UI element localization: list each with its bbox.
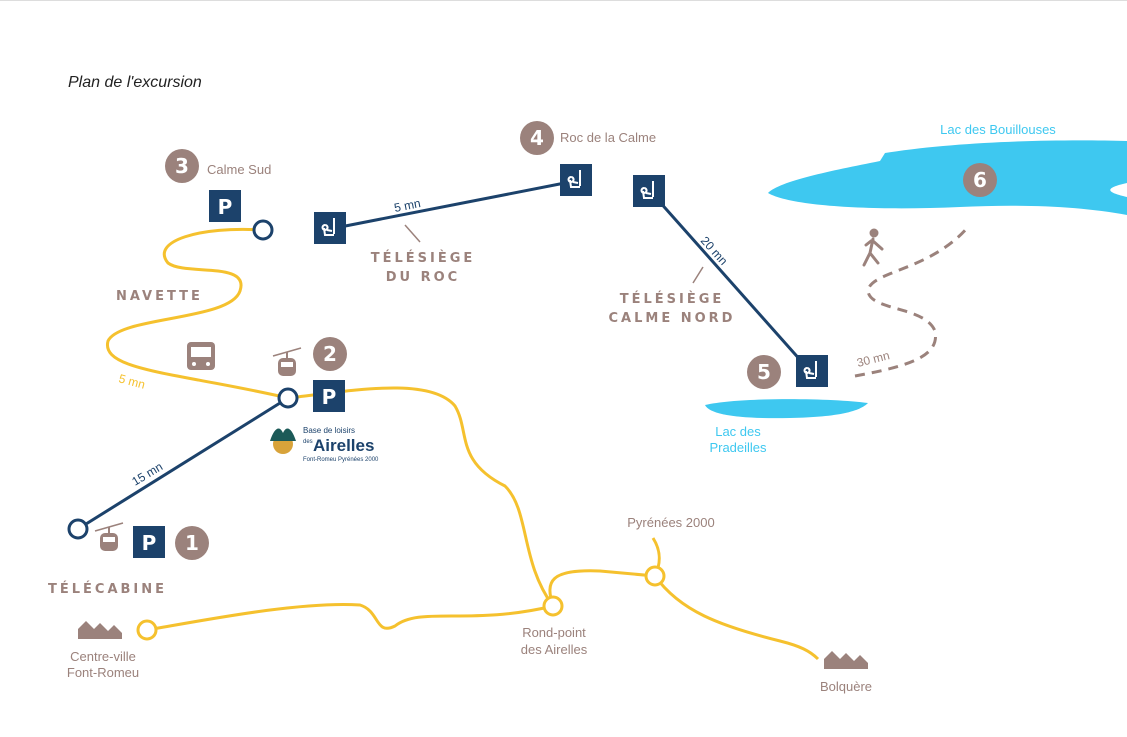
bolquere-label: Bolquère — [820, 679, 872, 694]
road-bolquere — [653, 575, 820, 661]
svg-text:des: des — [303, 439, 313, 445]
duration-roc: 5 mn — [393, 196, 422, 215]
road-pyrenees — [548, 537, 661, 607]
svg-text:1: 1 — [185, 531, 199, 555]
svg-text:Base de loisirs: Base de loisirs — [303, 426, 355, 435]
stop-badges: 1 2 3 4 5 6 — [165, 121, 997, 560]
stop-2-badge: 2 — [313, 337, 347, 371]
point-centre-ville — [136, 619, 158, 641]
stop-4-label: Roc de la Calme — [560, 130, 656, 145]
telesiege-roc-line — [329, 179, 576, 231]
lake-pradeilles — [705, 399, 868, 419]
point-rond-point — [542, 595, 564, 617]
point-pyrenees — [644, 565, 666, 587]
svg-text:P: P — [218, 195, 233, 219]
telecabine-line — [77, 396, 289, 531]
telesiege-roc-label-2: DU ROC — [386, 270, 460, 285]
station-telecabine-bottom — [67, 518, 89, 540]
svg-text:Airelles: Airelles — [313, 436, 374, 455]
telesiege-calme-label-2: CALME NORD — [609, 311, 736, 326]
telecabine-label: TÉLÉCABINE — [48, 581, 167, 597]
bus-icon — [187, 342, 215, 370]
parking-icon: P — [209, 190, 241, 222]
lift-lines — [77, 179, 812, 531]
gondola-icon — [94, 522, 124, 551]
stop-6-badge: 6 — [963, 163, 997, 197]
svg-text:P: P — [142, 531, 157, 555]
centre-ville-label: Centre-ville — [70, 649, 136, 664]
airelles-logo: Base de loisirs des Airelles Font-Romeu … — [270, 426, 379, 463]
lake-bouillouses — [768, 140, 1127, 215]
navette-route — [106, 227, 289, 400]
hiker-icon — [862, 228, 884, 267]
station-calme-sud — [252, 219, 274, 241]
gondola-icon — [272, 347, 302, 376]
village-icon — [824, 651, 868, 669]
label-pointers — [404, 224, 704, 284]
village-icon — [78, 621, 122, 639]
chairlift-icon — [560, 164, 592, 196]
chairlift-icons — [314, 164, 828, 387]
duration-hike: 30 mn — [855, 348, 891, 370]
svg-text:Font-Romeu Pyrénées 2000: Font-Romeu Pyrénées 2000 — [303, 457, 379, 463]
svg-text:6: 6 — [973, 168, 987, 192]
chairlift-icon — [633, 175, 665, 207]
pyrenees-2000-label: Pyrénées 2000 — [627, 515, 714, 530]
road-points — [136, 565, 666, 641]
duration-navette: 5 mn — [117, 371, 146, 391]
svg-text:5: 5 — [757, 360, 771, 384]
parking-icon: P — [133, 526, 165, 558]
rond-point-label-2: des Airelles — [521, 642, 588, 657]
lift-stations — [67, 219, 299, 540]
stop-3-label: Calme Sud — [207, 162, 271, 177]
chairlift-icon — [796, 355, 828, 387]
stop-5-badge: 5 — [747, 355, 781, 389]
map-title: Plan de l'excursion — [68, 74, 202, 91]
road-airelles — [287, 386, 555, 607]
chairlift-icon — [314, 212, 346, 244]
centre-ville-label-2: Font-Romeu — [67, 665, 139, 680]
rond-point-label: Rond-point — [522, 625, 586, 640]
svg-text:P: P — [322, 385, 337, 409]
hike-trail — [854, 226, 970, 378]
road-network — [106, 227, 820, 661]
road-centre — [146, 603, 554, 632]
telesiege-roc-label: TÉLÉSIÈGE — [371, 250, 476, 266]
navette-label: NAVETTE — [116, 289, 203, 304]
svg-text:3: 3 — [175, 154, 189, 178]
stop-4-badge: 4 — [520, 121, 554, 155]
telesiege-calme-label: TÉLÉSIÈGE — [620, 291, 725, 307]
svg-text:4: 4 — [530, 126, 544, 150]
stop-1-badge: 1 — [175, 526, 209, 560]
svg-text:2: 2 — [323, 342, 337, 366]
telesiege-calme-line — [648, 190, 812, 372]
station-telecabine-top — [277, 387, 299, 409]
parking-icon: P — [313, 380, 345, 412]
lake-pradeilles-label: Lac des — [715, 424, 761, 439]
stop-3-badge: 3 — [165, 149, 199, 183]
parking-signs: P P P — [133, 190, 345, 558]
lake-pradeilles-label-2: Pradeilles — [709, 440, 767, 455]
lake-bouillouses-label: Lac des Bouillouses — [940, 122, 1056, 137]
